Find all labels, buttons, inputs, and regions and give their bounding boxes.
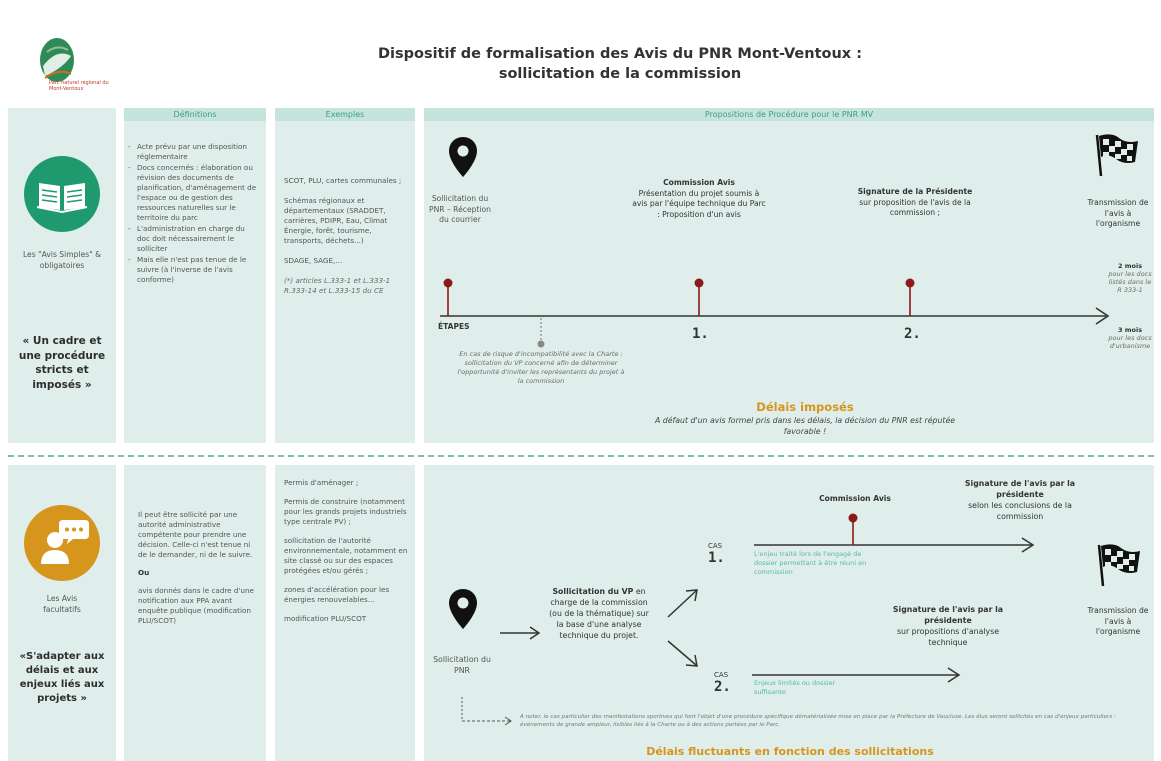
sig2-block: Signature de l'avis par la présidente su… xyxy=(880,604,1016,648)
bottom-commission-title: Commission Avis xyxy=(819,494,891,503)
definition-item: L'administration en charge du doc doit n… xyxy=(128,224,260,254)
bottom-procedure-panel xyxy=(424,465,1154,761)
cas1-note: L'enjeu traité lors de l'engagé de dossi… xyxy=(754,550,867,576)
top-start-label: Sollicitation du PNR – Réception du cour… xyxy=(429,194,491,224)
top-note: En cas de risque d'incompatibilité avec … xyxy=(457,350,625,385)
top-procedure-panel xyxy=(424,108,1154,443)
step-1: 1. xyxy=(692,326,709,342)
top-examples: SCOT, PLU, cartes communales ; Schémas r… xyxy=(284,176,409,296)
definition-item: Docs concernés : élaboration ou révision… xyxy=(128,163,260,223)
imposed-title: Délais imposés xyxy=(756,400,854,414)
bottom-arrows xyxy=(461,513,1035,726)
checkered-flag-icon xyxy=(1092,132,1140,178)
case-2: CAS 2. xyxy=(714,671,731,695)
vp-title: Sollicitation du VP xyxy=(552,587,634,596)
bottom-quote: «S'adapter aux délais et aux enjeux liés… xyxy=(19,651,105,704)
page-title: Dispositif de formalisation des Avis du … xyxy=(340,44,900,84)
page-title-line1: Dispositif de formalisation des Avis du … xyxy=(377,46,863,62)
step-2: 2. xyxy=(904,326,921,342)
sig1-block: Signature de l'avis par la présidente se… xyxy=(958,478,1082,522)
procedure-header: Propositions de Procédure pour le PNR MV xyxy=(424,108,1154,121)
bottom-transmission: Transmission de l'avis à l'organisme xyxy=(1087,606,1149,636)
delay-3-months-title: 3 mois xyxy=(1117,326,1143,334)
top-quote: « Un cadre et une procédure stricts et i… xyxy=(18,335,106,391)
fluct-title: Délais fluctuants en fonction des sollic… xyxy=(646,745,934,758)
cas-label: CAS xyxy=(708,542,723,550)
signature-title: Signature de la Présidente xyxy=(857,187,973,196)
examples-header: Exemples xyxy=(275,108,415,121)
cas-1-number: 1. xyxy=(708,550,725,566)
etapes-label: ÉTAPES xyxy=(438,322,470,331)
commission-avis-block: Commission Avis Présentation du projet s… xyxy=(630,178,768,220)
delay-2-months-text: pour les docs listés dans le R 333-1 xyxy=(1108,270,1152,294)
bottom-definitions: Il peut être sollicité par une autorité … xyxy=(138,510,258,626)
open-book-icon xyxy=(23,155,101,233)
sig1-title: Signature de l'avis par la présidente xyxy=(964,479,1076,499)
bottom-type-label: Les Avis facultatifs xyxy=(43,594,81,614)
imposed-block: Délais imposés A défaut d'un avis formel… xyxy=(640,400,970,437)
page-title-line2: sollicitation de la commission xyxy=(498,66,742,82)
bottom-definition-1: Il peut être sollicité par une autorité … xyxy=(138,510,253,559)
delay-2-months-title: 2 mois xyxy=(1117,262,1143,270)
imposed-text: A défaut d'un avis formel pris dans les … xyxy=(654,416,956,436)
example-item: SDAGE, SAGE,... xyxy=(284,256,343,265)
commission-avis-title: Commission Avis xyxy=(663,178,735,187)
cas-2-number: 2. xyxy=(714,679,731,695)
vp-text: en charge de la commission (ou de la thé… xyxy=(549,587,649,640)
example-item: Permis de construire (notamment pour les… xyxy=(284,497,407,526)
top-examples-panel xyxy=(275,108,415,443)
sig1-text: selon les conclusions de la commission xyxy=(968,501,1072,521)
case-1: CAS 1. xyxy=(708,542,725,566)
timeline-pin xyxy=(905,278,915,316)
definition-item: Mais elle n'est pas tenue de le suivre (… xyxy=(128,255,260,285)
delay-3-months-text: pour les docs d'urbanisme xyxy=(1108,334,1152,350)
example-item: modification PLU/SCOT xyxy=(284,614,367,623)
example-item: zones d'accélération pour les énergies r… xyxy=(284,585,390,604)
commission-avis-text: Présentation du projet soumis à avis par… xyxy=(632,188,766,219)
bottom-definition-2: avis donnés dans le cadre d'une notifica… xyxy=(138,586,254,625)
top-timeline xyxy=(440,278,1110,348)
example-item: sollicitation de l'autorité environnemen… xyxy=(284,536,408,575)
example-item: Permis d'aménager ; xyxy=(284,478,359,487)
delay-2-months: 2 mois pour les docs listés dans le R 33… xyxy=(1106,262,1154,294)
checkered-flag-icon xyxy=(1094,542,1142,588)
example-note: (*) articles L.333-1 et L.333-1 R.333-14… xyxy=(284,276,391,295)
logo: Parc naturel régional du Mont-Ventoux xyxy=(35,22,110,102)
vp-block: Sollicitation du VP en charge de la comm… xyxy=(548,586,650,641)
sig2-text: sur propositions d'analyse technique xyxy=(896,627,1000,647)
example-item: Schémas régionaux et départementaux (SRA… xyxy=(284,196,388,245)
location-pin-icon xyxy=(448,136,478,178)
timeline-pin xyxy=(443,278,453,316)
top-definitions-list: Acte prévu par une disposition réglement… xyxy=(128,142,260,286)
cas-label: CAS xyxy=(714,671,729,679)
bottom-examples: Permis d'aménager ; Permis de construire… xyxy=(284,478,409,624)
top-transmission: Transmission de l'avis à l'organisme xyxy=(1087,198,1149,228)
timeline-pin xyxy=(848,513,858,545)
example-item: SCOT, PLU, cartes communales ; xyxy=(284,176,402,185)
delay-3-months: 3 mois pour les docs d'urbanisme xyxy=(1106,326,1154,350)
definitions-header: Définitions xyxy=(124,108,266,121)
top-type-label: Les "Avis Simples" & obligatoires xyxy=(22,250,102,270)
definition-item: Acte prévu par une disposition réglement… xyxy=(128,142,260,162)
signature-text: sur proposition de l'avis de la commissi… xyxy=(859,197,971,218)
logo-text: Parc naturel régional du Mont-Ventoux xyxy=(49,80,109,92)
bottom-definitions-panel xyxy=(124,465,266,761)
bottom-examples-panel xyxy=(275,465,415,761)
bottom-footnote: A noter, le cas particulier des manifest… xyxy=(520,714,1116,728)
cas2-note: Enjeux limités ou dossier suffisante xyxy=(754,679,836,696)
location-pin-icon xyxy=(448,588,478,630)
section-separator xyxy=(8,455,1154,457)
bottom-definition-or: Ou xyxy=(138,568,150,577)
timeline-pin xyxy=(694,278,704,316)
sig2-title: Signature de l'avis par la présidente xyxy=(892,605,1004,625)
signature-block: Signature de la Présidente sur propositi… xyxy=(852,187,978,219)
bottom-start-label: Sollicitation du PNR xyxy=(433,655,491,675)
person-chat-icon xyxy=(23,504,101,582)
